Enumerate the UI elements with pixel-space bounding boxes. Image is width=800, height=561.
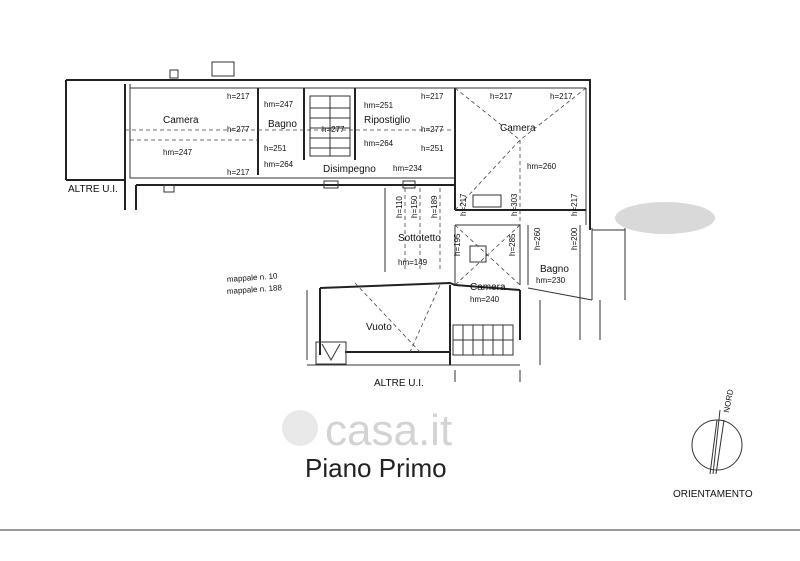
roof-lines bbox=[125, 87, 587, 353]
redaction-blur bbox=[615, 202, 715, 234]
height-label: hm=234 bbox=[393, 164, 423, 173]
floor-title: Piano Primo bbox=[305, 453, 447, 483]
height-label: h=217 bbox=[459, 193, 468, 216]
height-label: h=217 bbox=[421, 92, 444, 101]
room-bagno-top: Bagno bbox=[268, 119, 297, 130]
room-camera-lower: Camera bbox=[470, 282, 506, 293]
height-label: hm=149 bbox=[398, 258, 428, 267]
stair-top bbox=[309, 95, 351, 157]
height-label: h=251 bbox=[264, 144, 287, 153]
room-vuoto: Vuoto bbox=[366, 322, 392, 333]
room-ripostiglio: Ripostiglio bbox=[364, 115, 411, 126]
height-label: hm=251 bbox=[364, 101, 394, 110]
height-label: hm=264 bbox=[264, 160, 294, 169]
altre-ui-bottom: ALTRE U.I. bbox=[374, 378, 424, 389]
height-label: h=217 bbox=[490, 92, 513, 101]
height-label: h=285 bbox=[508, 233, 517, 256]
height-label: h=110 bbox=[395, 196, 404, 218]
north-compass bbox=[691, 409, 743, 475]
height-label: h=260 bbox=[533, 227, 542, 250]
room-camera-left: Camera bbox=[163, 115, 199, 126]
mappale-188: mappale n. 188 bbox=[227, 283, 283, 296]
height-label: h=189 bbox=[430, 195, 439, 218]
vents bbox=[163, 61, 502, 365]
height-label: h=217 bbox=[550, 92, 573, 101]
height-label: h=303 bbox=[510, 193, 519, 216]
watermark-text: casa.it bbox=[325, 406, 452, 455]
height-label: hm=264 bbox=[364, 139, 394, 148]
orientamento-label: ORIENTAMENTO bbox=[673, 489, 753, 500]
height-label: hm=230 bbox=[536, 276, 566, 285]
height-label: hm=260 bbox=[527, 162, 557, 171]
room-camera-right: Camera bbox=[500, 123, 536, 134]
height-label: h=251 bbox=[421, 144, 444, 153]
walls bbox=[65, 79, 626, 382]
height-label: h=195 bbox=[453, 233, 462, 256]
height-label: hm=247 bbox=[163, 148, 193, 157]
stair-bottom bbox=[452, 324, 514, 356]
watermark: casa.it bbox=[282, 406, 452, 455]
height-label: h=277 bbox=[322, 125, 345, 134]
room-bagno-lower: Bagno bbox=[540, 264, 569, 275]
height-label: h=217 bbox=[227, 92, 250, 101]
height-label: h=217 bbox=[227, 168, 250, 177]
room-sottotetto: Sottotetto bbox=[398, 233, 441, 244]
height-label: hm=240 bbox=[470, 295, 500, 304]
height-label: h=200 bbox=[570, 227, 579, 250]
room-disimpegno: Disimpegno bbox=[323, 164, 376, 175]
height-label: h=217 bbox=[570, 193, 579, 216]
height-label: h=150 bbox=[410, 195, 419, 218]
height-label: hm=247 bbox=[264, 100, 294, 109]
altre-ui-left: ALTRE U.I. bbox=[68, 184, 118, 195]
mappale-10: mappale n. 10 bbox=[227, 271, 279, 284]
height-label: h=277 bbox=[227, 125, 250, 134]
nord-label: NORD bbox=[722, 388, 735, 413]
height-label: h=277 bbox=[421, 125, 444, 134]
